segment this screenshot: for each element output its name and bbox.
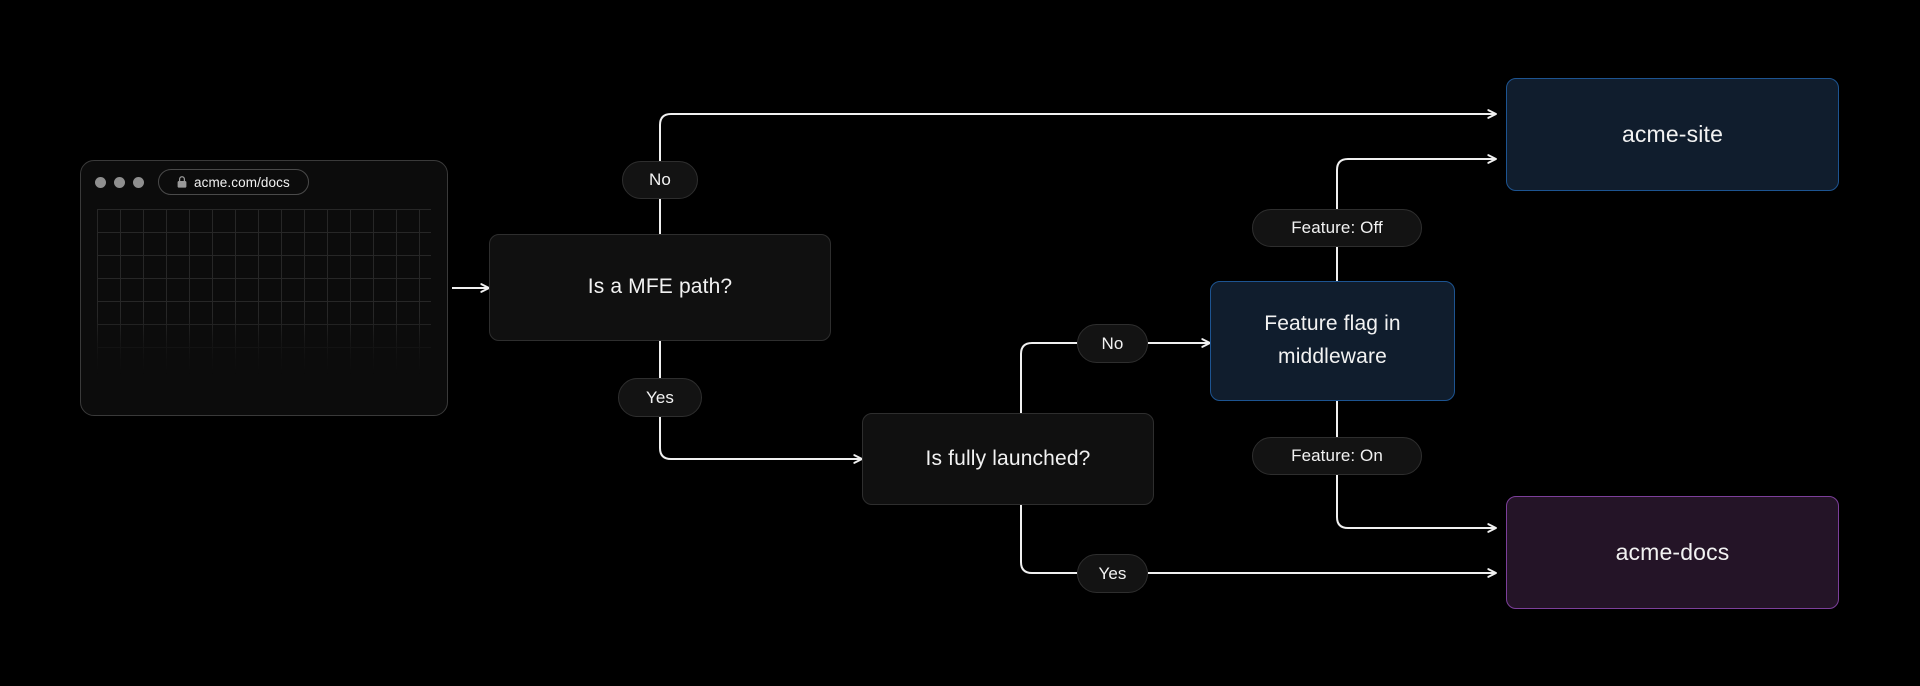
node-feature-flag-middleware[interactable]: Feature flag in middleware [1210,281,1455,401]
edge-label-launched-yes[interactable]: Yes [1077,554,1148,593]
traffic-light-maximize-icon[interactable] [133,176,144,188]
edge-label-launched-no-text: No [1101,333,1124,353]
node-acme-docs[interactable]: acme-docs [1506,496,1839,609]
node-is-fully-launched[interactable]: Is fully launched? [862,413,1154,505]
traffic-light-minimize-icon[interactable] [114,176,125,188]
edge-feature-off-to-acme-site [1336,154,1497,209]
browser-viewport-grid [97,209,431,401]
edge-label-launched-yes-text: Yes [1098,563,1127,583]
browser-chrome: acme.com/docs [81,161,447,203]
edge-label-mfe-no-text: No [649,170,671,189]
edge-label-feature-off-text: Feature: Off [1291,218,1383,237]
node-feature-flag-line1: Feature flag in [1264,312,1401,336]
edge-label-mfe-no[interactable]: No [622,161,698,199]
edge-label-mfe-yes[interactable]: Yes [618,378,702,417]
traffic-light-close-icon[interactable] [95,176,106,188]
url-bar[interactable]: acme.com/docs [158,169,309,195]
edge-label-feature-off[interactable]: Feature: Off [1252,209,1422,247]
edge-no-to-acme-site [659,109,1497,161]
edge-label-mfe-yes-text: Yes [645,387,675,407]
edge-yes-to-fully-launched [659,417,863,464]
edge-label-launched-no[interactable]: No [1077,324,1148,363]
node-is-fully-launched-label: Is fully launched? [925,446,1091,470]
url-text: acme.com/docs [194,174,290,190]
edge-feature-on-to-acme-docs [1336,475,1497,533]
edge-label-feature-on[interactable]: Feature: On [1252,437,1422,475]
node-is-mfe-path-label: Is a MFE path? [587,275,733,299]
edge-label-feature-on-text: Feature: On [1291,446,1383,465]
lock-icon [177,176,187,188]
edge-launched-up-to-no [1020,342,1077,413]
edge-launched-down-to-yes [1020,505,1077,574]
browser-mock-window: acme.com/docs [80,160,448,416]
node-is-mfe-path[interactable]: Is a MFE path? [489,234,831,341]
node-acme-site-label: acme-site [1621,120,1724,147]
node-feature-flag-line2: middleware [1278,345,1387,368]
node-acme-site[interactable]: acme-site [1506,78,1839,191]
traffic-lights [95,176,144,188]
node-acme-docs-label: acme-docs [1615,538,1730,565]
